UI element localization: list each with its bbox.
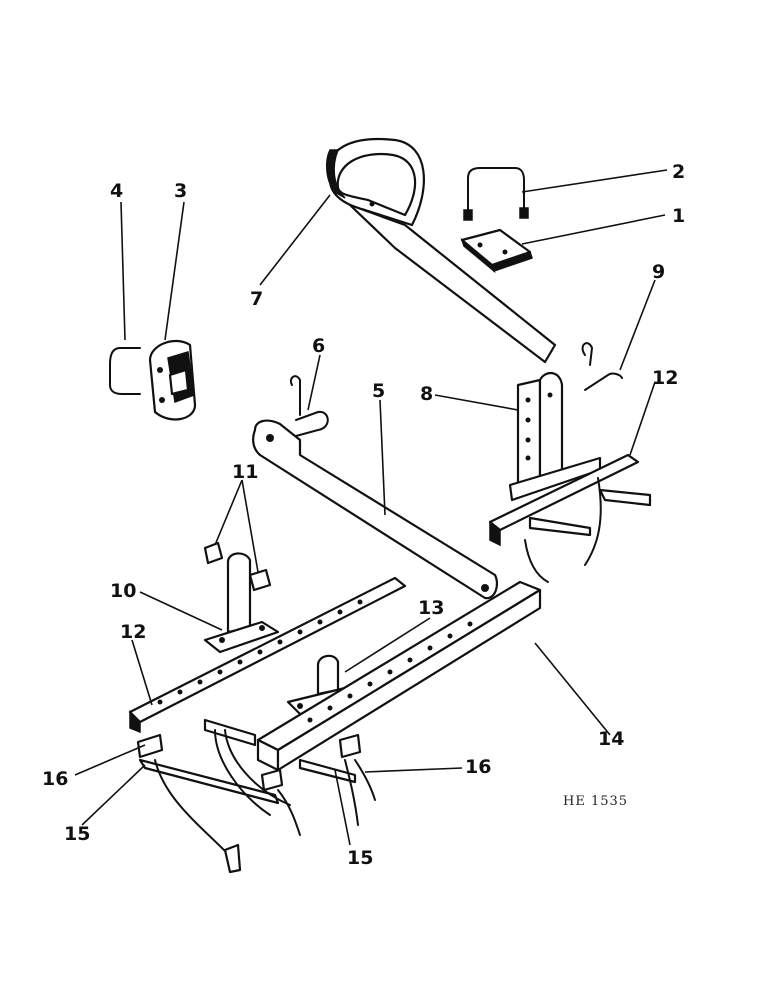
- callout-1: 1: [672, 205, 685, 227]
- callout-16-left: 16: [42, 768, 68, 790]
- upper-frame-assembly-part-12: [488, 453, 652, 583]
- callout-10: 10: [110, 580, 136, 602]
- callout-15-right: 15: [347, 847, 373, 869]
- callout-16-right: 16: [465, 756, 491, 778]
- frame-bar-part-12: [128, 576, 407, 734]
- callout-12-upper: 12: [652, 367, 678, 389]
- callout-14: 14: [598, 728, 624, 750]
- callout-8: 8: [420, 383, 433, 405]
- standard-part-8: [516, 372, 564, 497]
- bar-holes: [157, 599, 363, 705]
- frame-bar-part-14: [256, 580, 542, 772]
- callout-3: 3: [174, 180, 187, 202]
- callout-12-lower: 12: [120, 621, 146, 643]
- callout-6: 6: [312, 335, 325, 357]
- mounting-bracket-part-3: [148, 339, 197, 421]
- long-bar-part-5: [252, 419, 499, 600]
- hitch-pin-part-9: [581, 342, 623, 391]
- drawing-code: HE 1535: [563, 794, 628, 809]
- callout-4: 4: [110, 180, 123, 202]
- clips-part-11: [203, 541, 272, 592]
- callout-7: 7: [250, 288, 263, 310]
- callout-5: 5: [372, 380, 385, 402]
- callouts: 1 2 3 4 5 6 7 8 9 10 11 12 12 13 14 15 1…: [42, 161, 685, 869]
- u-bolt-part-4: [109, 347, 141, 395]
- callout-9: 9: [652, 261, 665, 283]
- clamp-plate-part-1: [460, 228, 533, 274]
- callout-13: 13: [418, 597, 444, 619]
- bar-holes: [307, 621, 473, 723]
- u-bolt-part-2: [463, 167, 529, 221]
- lower-teeth-assembly: [136, 718, 376, 874]
- callout-2: 2: [672, 161, 685, 183]
- spring-tooth-part-7: [325, 138, 557, 364]
- pin-part-6: [290, 375, 329, 437]
- standard-bracket-part-10: [203, 552, 280, 654]
- leader-lines: [74, 169, 668, 846]
- callout-11: 11: [232, 461, 258, 483]
- callout-15-left: 15: [64, 823, 90, 845]
